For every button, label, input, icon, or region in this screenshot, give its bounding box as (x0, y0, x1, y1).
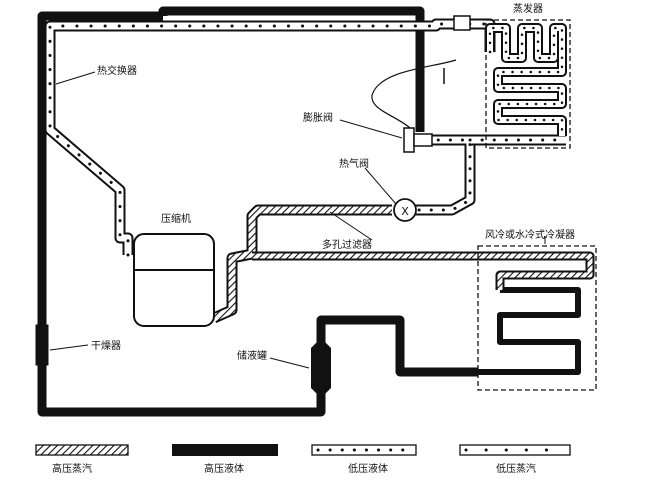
receiver-label: 储液罐 (237, 349, 267, 362)
dryer-body (35, 324, 49, 366)
evaporator-label: 蒸发器 (513, 2, 543, 15)
legend-item-hp-vapor: 高压蒸汽 (35, 444, 129, 475)
hot-gas-valve: X (393, 198, 417, 222)
legend-label-hp-liquid: 高压液体 (204, 462, 244, 475)
low-pressure-liquid-line (408, 134, 568, 216)
condenser-box (477, 245, 597, 391)
legend-label-lp-vapor: 低压蒸汽 (496, 462, 536, 475)
legend-item-lp-liquid: 低压液体 (311, 444, 417, 475)
hot-gas-valve-symbol: X (401, 205, 409, 218)
receiver-tank (311, 338, 331, 398)
condenser-label: 风冷或水冷式冷凝器 (485, 228, 575, 241)
compressor (133, 233, 215, 327)
legend-item-lp-vapor: 低压蒸汽 (459, 444, 571, 475)
low-pressure-vapor-line (44, 15, 496, 257)
labels: 热交换器 蒸发器 膨胀阀 热气阀 压缩机 多孔过滤器 风冷或水冷式冷凝器 干燥器… (91, 2, 575, 362)
high-pressure-vapor-line (211, 204, 595, 324)
compressor-label: 压缩机 (161, 212, 191, 225)
sensor-bulb (453, 15, 471, 31)
legend: 高压蒸汽 高压液体 低压液体 低压蒸汽 (35, 444, 571, 475)
heat-exchanger-label: 热交换器 (97, 64, 137, 77)
legend-label-hp-vapor: 高压蒸汽 (52, 462, 92, 475)
dryer-label: 干燥器 (91, 340, 121, 352)
expansion-valve-label: 膨胀阀 (303, 111, 333, 124)
hot-gas-valve-label: 热气阀 (339, 157, 369, 170)
leader-lines (49, 71, 546, 369)
legend-item-hp-liquid: 高压液体 (172, 444, 278, 475)
expansion-valve (371, 59, 457, 153)
evaporator-coil (485, 19, 571, 149)
porous-filter-label: 多孔过滤器 (322, 238, 372, 251)
legend-label-lp-liquid: 低压液体 (348, 462, 388, 475)
